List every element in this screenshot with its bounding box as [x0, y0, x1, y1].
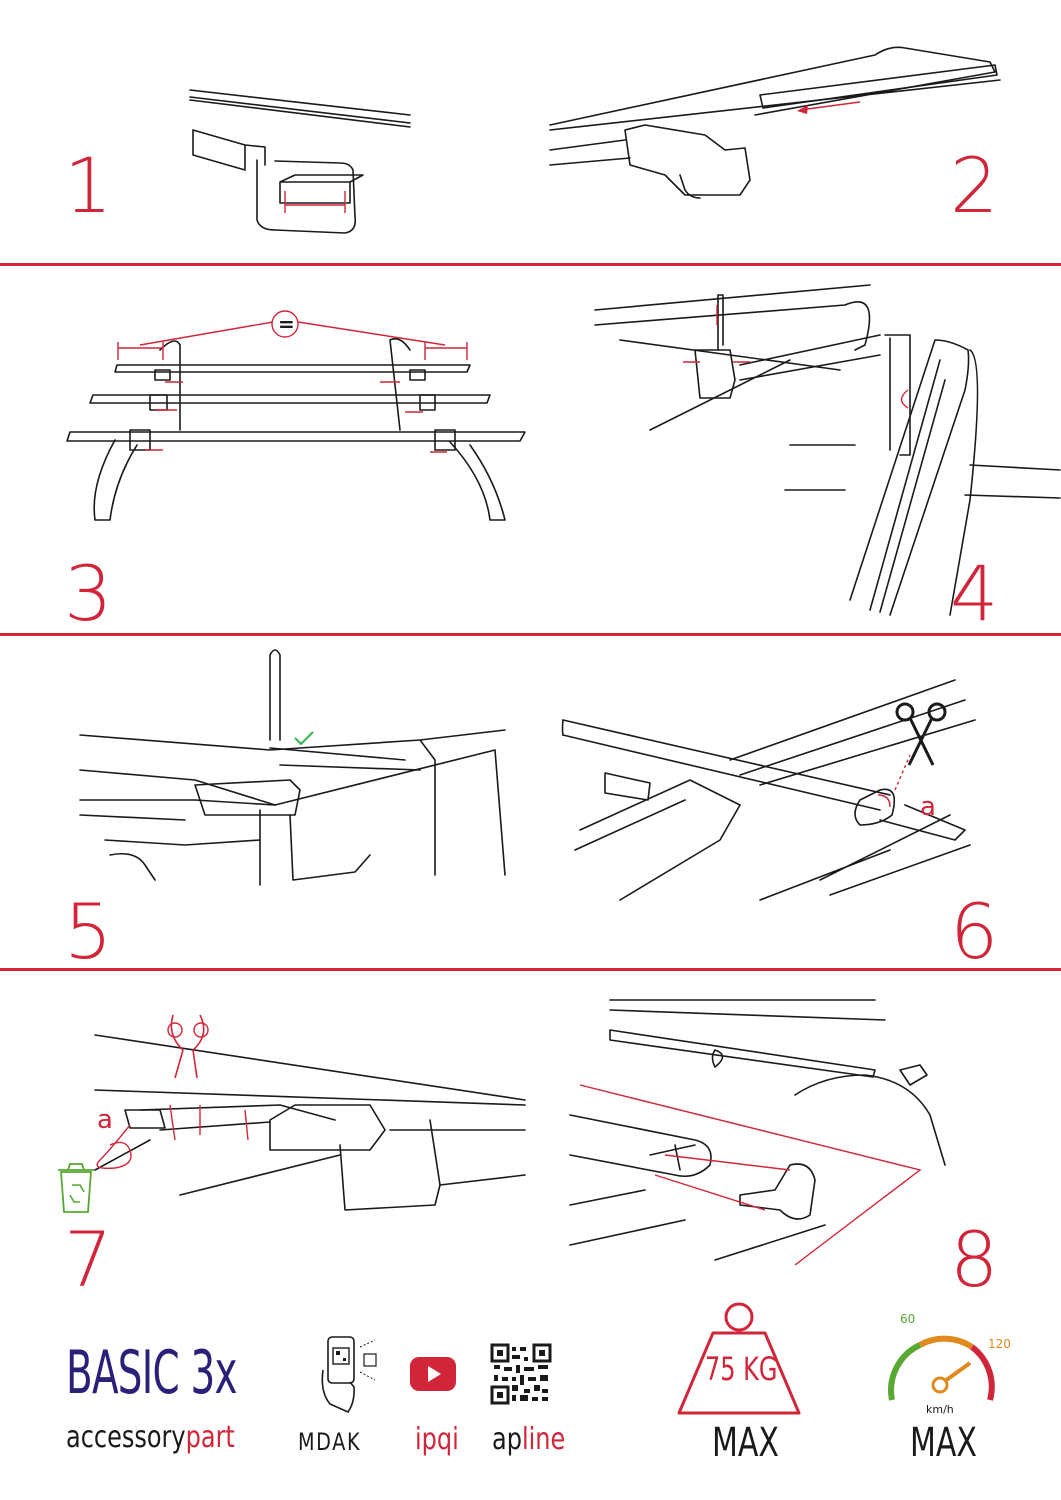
scissors-icon [895, 702, 947, 766]
divider-2 [0, 633, 1061, 636]
recycle-bin-icon [58, 1163, 94, 1213]
logo-ipqi: ipqi [415, 1422, 459, 1457]
illustration-step-5 [79, 649, 506, 886]
max-speed-label: MAX [910, 1420, 977, 1466]
cut-part-label-7: a [97, 1105, 113, 1135]
divider-1 [0, 263, 1061, 266]
illustration-step-3 [66, 310, 526, 521]
logo-apline-suffix: line [521, 1422, 566, 1457]
phone-qr-scan-icon [321, 1336, 377, 1413]
step-number-5: 5 [64, 887, 113, 976]
brand-suffix: part [185, 1420, 235, 1455]
weight-icon [677, 1302, 801, 1415]
logo-mdak: MDAK [298, 1428, 362, 1456]
divider-3 [0, 968, 1061, 971]
step-number-1: 1 [64, 141, 113, 230]
equal-sign-label: = [278, 312, 295, 336]
product-name: BASIC 3x [66, 1338, 238, 1408]
brand-prefix: accessory [66, 1420, 186, 1455]
scissors-icon-red [167, 1014, 209, 1079]
step-number-7: 7 [64, 1215, 113, 1304]
check-icon [294, 731, 314, 746]
step-number-4: 4 [950, 549, 999, 638]
speed-label-120: 120 [988, 1337, 1011, 1351]
logo-apline-prefix: ap [492, 1422, 522, 1457]
speed-unit: km/h [926, 1403, 954, 1416]
illustration-step-6 [561, 679, 976, 901]
qr-code-icon[interactable] [490, 1343, 552, 1405]
illustration-step-8 [569, 999, 946, 1266]
illustration-step-2 [549, 46, 1001, 199]
illustration-step-4 [594, 284, 1061, 616]
illustration-step-7 [94, 1034, 526, 1211]
speedometer-icon [888, 1335, 995, 1401]
step-number-8: 8 [950, 1215, 999, 1304]
youtube-play-icon[interactable] [410, 1357, 456, 1391]
illustration-step-1 [189, 89, 411, 234]
brand-accessorypart: accessorypart [66, 1420, 235, 1455]
step-number-3: 3 [64, 549, 113, 638]
max-load-value: 75 KG [705, 1350, 778, 1388]
step-number-6: 6 [950, 887, 999, 976]
logo-apline: apline [492, 1422, 565, 1457]
step-number-2: 2 [950, 141, 999, 230]
speed-label-60: 60 [900, 1312, 916, 1326]
cut-part-label-6: a [920, 792, 936, 822]
max-load-label: MAX [712, 1420, 779, 1466]
